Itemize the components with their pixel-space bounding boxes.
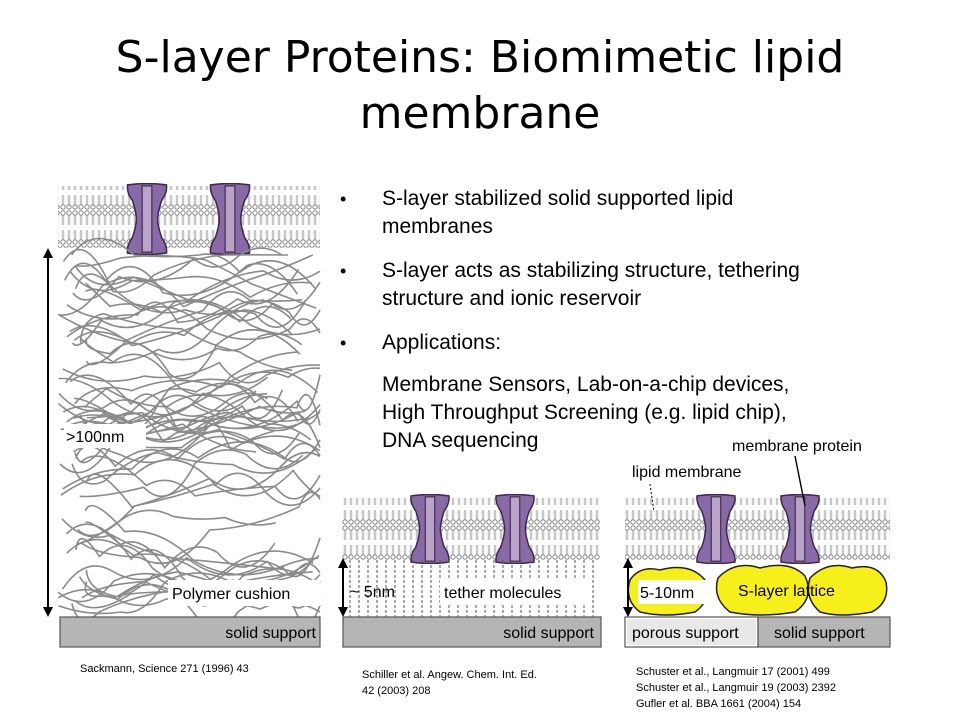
polymer-strand [86, 411, 321, 461]
leader-line [794, 455, 806, 507]
polymer-strand [73, 299, 307, 344]
solid-support [342, 616, 602, 648]
solid-support-label: solid support [503, 625, 594, 642]
tether-lines [349, 560, 594, 617]
bullet-text: Applications: [382, 331, 502, 354]
solid-support [757, 616, 891, 648]
polymer-strand [74, 273, 293, 335]
panel-tethered-membrane: ~ 5nm tether molecules solid support Sch… [338, 494, 602, 697]
thickness-label: ~ 5nm [350, 584, 395, 601]
polymer-strand [85, 328, 301, 380]
label-bg [168, 580, 320, 606]
lipid-membrane-label: lipid membrane [632, 464, 741, 481]
citation: Schiller et al. Angew. Chem. Int. Ed. [362, 669, 537, 681]
polymer-strand [57, 313, 303, 361]
bullet-item: S-layer stabilized solid supported lipid… [338, 185, 938, 241]
title-line-2: membrane [359, 88, 601, 139]
polymer-strand [75, 254, 317, 309]
polymer-strand [73, 367, 321, 405]
panel-slayer-membrane: membrane protein lipid membrane 5-10nm S… [623, 438, 891, 710]
polymer-strand [61, 556, 314, 590]
polymer-strand [74, 397, 309, 443]
polymer-strand [62, 249, 289, 293]
lipid-bilayer [625, 498, 890, 560]
membrane-protein-label: membrane protein [732, 438, 862, 455]
porous-support-label: porous support [632, 625, 739, 642]
porous-support-fill [627, 619, 756, 645]
citation: Sackmann, Science 271 (1996) 43 [80, 663, 249, 675]
bullet-text: S-layer stabilized solid supported lipid [382, 187, 734, 210]
polymer-strand [75, 538, 314, 585]
solid-support-label: solid support [774, 625, 865, 642]
polymer-strand [86, 451, 321, 508]
polymer-strand [77, 469, 321, 537]
polymer-strand [79, 449, 304, 498]
polymer-strand [80, 491, 321, 565]
polymer-strand [79, 337, 299, 396]
lipid-bilayer [58, 186, 320, 248]
polymer-strand [84, 387, 321, 432]
bullet-item: Applications: [338, 329, 938, 357]
polymer-strand [79, 312, 293, 372]
polymer-strand [62, 374, 321, 443]
lipid-bilayer [342, 498, 600, 560]
polymer-strand [70, 237, 316, 289]
bullet-text: S-layer acts as stabilizing structure, t… [382, 259, 800, 282]
label-bg [638, 580, 708, 604]
polymer-strand [71, 447, 317, 485]
thickness-label: >100nm [66, 429, 124, 446]
applications-line: High Throughput Screening (e.g. lipid ch… [382, 401, 787, 424]
s-layer-subunit [715, 564, 810, 616]
citation: Schuster et al., Langmuir 19 (2003) 2392 [636, 682, 836, 694]
bullet-text: membranes [382, 215, 493, 238]
bullet-list: S-layer stabilized solid supported lipid… [338, 185, 938, 471]
polymer-strand [76, 509, 276, 545]
panel-polymer-cushion: >100nm Polymer cushion solid support Sac… [43, 183, 321, 675]
polymer-strand [66, 304, 321, 341]
polymer-strand [84, 560, 285, 598]
polymer-strand [62, 361, 321, 384]
slide-title: S-layer Proteins: Biomimetic lipid membr… [60, 30, 900, 142]
bullet-text: structure and ionic reservoir [382, 287, 642, 310]
polymer-strand [69, 299, 321, 347]
polymer-cushion-label: Polymer cushion [172, 586, 290, 603]
title-line-1: S-layer Proteins: Biomimetic lipid [115, 32, 845, 83]
citation: Schuster et al., Langmuir 17 (2001) 499 [636, 666, 830, 678]
citation: 42 (2003) 208 [362, 685, 431, 697]
polymer-strand [74, 264, 321, 301]
polymer-strand [85, 281, 321, 322]
solid-support [59, 616, 321, 648]
polymer-strand [66, 268, 300, 338]
polymer-strand [63, 262, 299, 297]
polymer-strand [59, 254, 314, 316]
polymer-strand [85, 291, 303, 366]
polymer-strand [62, 439, 321, 490]
leader-line [649, 483, 655, 513]
polymer-strand [80, 455, 321, 500]
polymer-strand [85, 521, 276, 570]
polymer-strand [69, 271, 313, 299]
solid-support-label: solid support [225, 625, 316, 642]
bullet-item: S-layer acts as stabilizing structure, t… [338, 257, 938, 313]
label-bg [64, 424, 146, 448]
tether-molecules-label: tether molecules [444, 585, 561, 602]
polymer-strand [74, 435, 321, 468]
polymer-strand [59, 393, 268, 474]
polymer-strand [61, 518, 319, 570]
polymer-strand [66, 409, 312, 441]
applications-text: Membrane Sensors, Lab-on-a-chip devices,… [338, 371, 938, 455]
applications-line: DNA sequencing [382, 429, 539, 452]
s-layer-subunit [807, 564, 888, 616]
polymer-strand [71, 299, 321, 346]
applications-line: Membrane Sensors, Lab-on-a-chip devices, [382, 373, 790, 396]
citation: Gufler et al. BBA 1661 (2004) 154 [636, 698, 801, 710]
thickness-label: 5-10nm [640, 585, 694, 602]
label-bg [440, 580, 590, 604]
s-layer-lattice-label: S-layer lattice [738, 583, 835, 600]
polymer-strand [84, 505, 321, 578]
